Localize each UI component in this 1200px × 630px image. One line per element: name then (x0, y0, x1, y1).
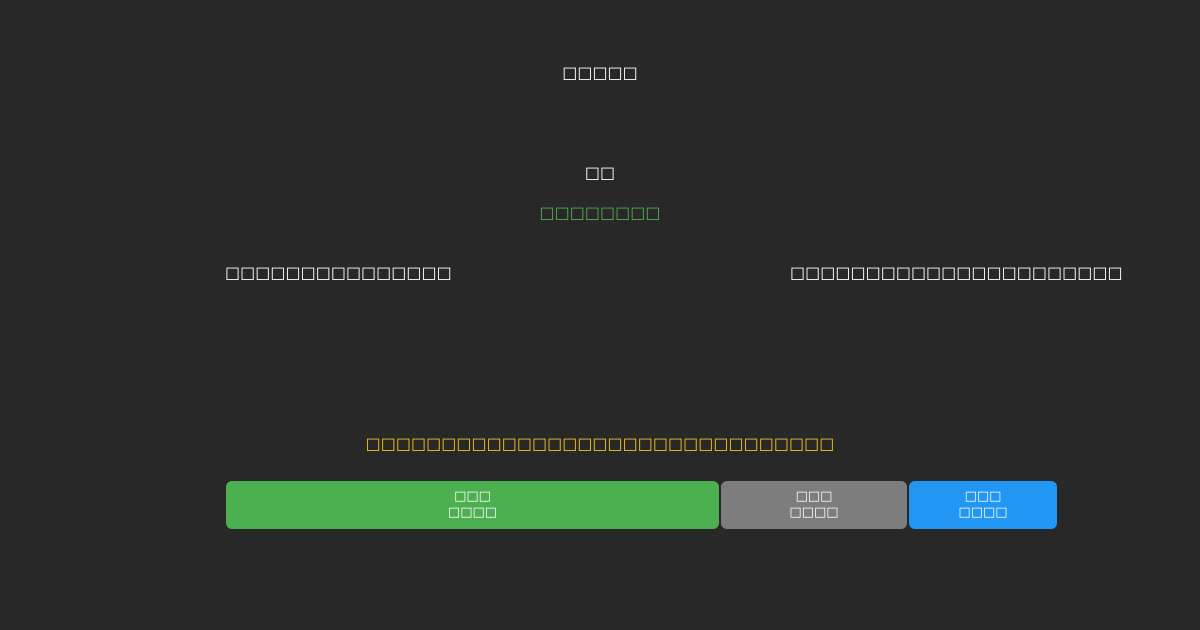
page-title: □□□□□ (562, 63, 638, 82)
primary-action-label-line1: □□□ (454, 489, 491, 504)
tertiary-action-label-line2: □□□□ (958, 505, 1008, 520)
tertiary-action-button[interactable]: □□□ □□□□ (909, 481, 1057, 529)
secondary-action-label-line2: □□□□ (789, 505, 839, 520)
subtitle: □□ (584, 163, 616, 182)
primary-action-button[interactable]: □□□ □□□□ (226, 481, 719, 529)
secondary-action-button[interactable]: □□□ □□□□ (721, 481, 907, 529)
left-info-text: □□□□□□□□□□□□□□□ (225, 263, 452, 282)
primary-action-label-line2: □□□□ (447, 505, 498, 520)
right-info-text: □□□□□□□□□□□□□□□□□□□□□□ (790, 263, 1123, 282)
secondary-action-label-line1: □□□ (795, 489, 833, 504)
warning-text: □□□□□□□□□□□□□□□□□□□□□□□□□□□□□□□ (365, 434, 835, 453)
tertiary-action-label-line1: □□□ (964, 489, 1002, 504)
status-text: □□□□□□□□ (539, 203, 661, 222)
